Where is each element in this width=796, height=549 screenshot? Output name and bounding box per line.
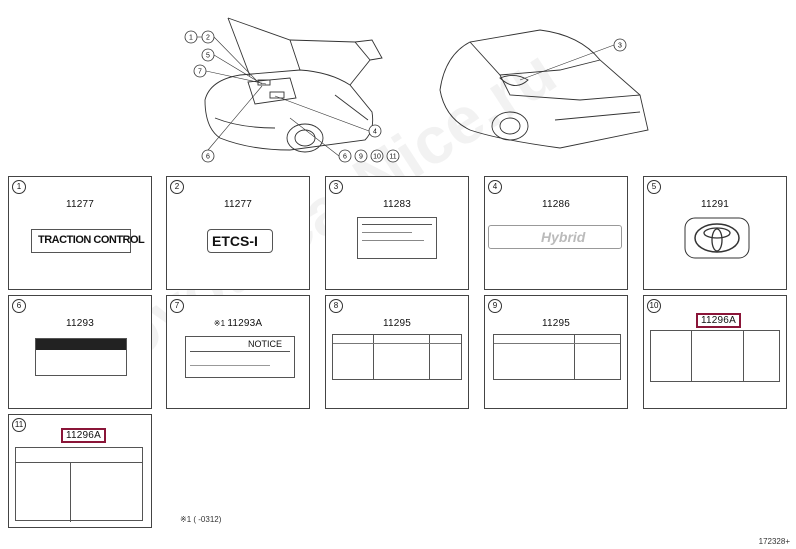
part-number: 11295: [382, 318, 412, 329]
emission-label: [493, 334, 621, 380]
emission-label: [332, 334, 462, 380]
leader-lines-left: [197, 36, 370, 157]
panel-number: 9: [488, 299, 502, 313]
label-panel-2: 2 11277 ETCS-I: [166, 176, 310, 290]
callout-4: 4: [373, 129, 377, 136]
panel-number: 8: [329, 299, 343, 313]
panel-number: 1: [12, 180, 26, 194]
label-panel-11: 11 11296A: [8, 414, 152, 528]
part-number: 11283: [382, 199, 412, 210]
part-number-highlighted: 11296A: [696, 313, 741, 328]
callout-3: 3: [618, 43, 622, 50]
footer-note: ※1 ( -0312): [180, 515, 222, 524]
info-label: [357, 217, 437, 259]
panel-number: 6: [12, 299, 26, 313]
callout-6b: 6: [343, 154, 347, 161]
panel-number: 2: [170, 180, 184, 194]
callout-1: 1: [189, 35, 193, 42]
part-number: 11277: [65, 199, 95, 210]
part-number: 11293: [65, 318, 95, 329]
callout-5: 5: [206, 53, 210, 60]
toyota-emblem-icon: [684, 217, 750, 259]
label-panel-3: 3 11283: [325, 176, 469, 290]
panel-number: 7: [170, 299, 184, 313]
part-number: 11291: [700, 199, 730, 210]
panel-number: 11: [12, 418, 26, 432]
label-panel-1: 1 11277 TRACTION CONTROL: [8, 176, 152, 290]
label-panel-5: 5 11291: [643, 176, 787, 290]
callout-2: 2: [206, 35, 210, 42]
label-panel-4: 4 11286 Hybrid: [484, 176, 628, 290]
part-number: 11295: [541, 318, 571, 329]
label-panel-10: 10 11296A: [643, 295, 787, 409]
part-number: 11286: [541, 199, 571, 210]
callout-group-left: [184, 30, 400, 163]
car-front-open-hood: [204, 17, 383, 153]
applicability-marker: ※1: [213, 319, 226, 328]
panel-number: 3: [329, 180, 343, 194]
traction-control-label: TRACTION CONTROL: [31, 229, 145, 253]
page-code: 172328+: [758, 537, 790, 546]
callout-6: 6: [206, 154, 210, 161]
callout-labels-left: 1 2 5 7 4 6 6 9 10 11: [189, 35, 397, 161]
vacuum-hose-label: [650, 330, 780, 382]
callout-10: 10: [373, 154, 381, 161]
part-number: 11277: [223, 199, 253, 210]
vehicle-overview-diagram: 1 2 5 7 4 6 6 9 10 11 3: [184, 17, 649, 163]
callout-9: 9: [359, 154, 363, 161]
panel-number: 10: [647, 299, 661, 313]
panel-number: 4: [488, 180, 502, 194]
callout-11: 11: [389, 154, 396, 161]
label-panel-6: 6 11293: [8, 295, 152, 409]
label-panel-9: 9 11295: [484, 295, 628, 409]
warning-label: [35, 338, 127, 376]
vacuum-hose-label: [15, 447, 143, 522]
hybrid-emblem: Hybrid: [488, 225, 622, 249]
notice-label: NOTICE: [185, 336, 295, 378]
label-panel-8: 8 11295: [325, 295, 469, 409]
callout-7: 7: [198, 69, 202, 76]
panel-number: 5: [647, 180, 661, 194]
car-rear: [439, 29, 649, 149]
part-number-highlighted: 11296A: [61, 428, 106, 443]
etcs-label: ETCS-I: [207, 229, 273, 253]
